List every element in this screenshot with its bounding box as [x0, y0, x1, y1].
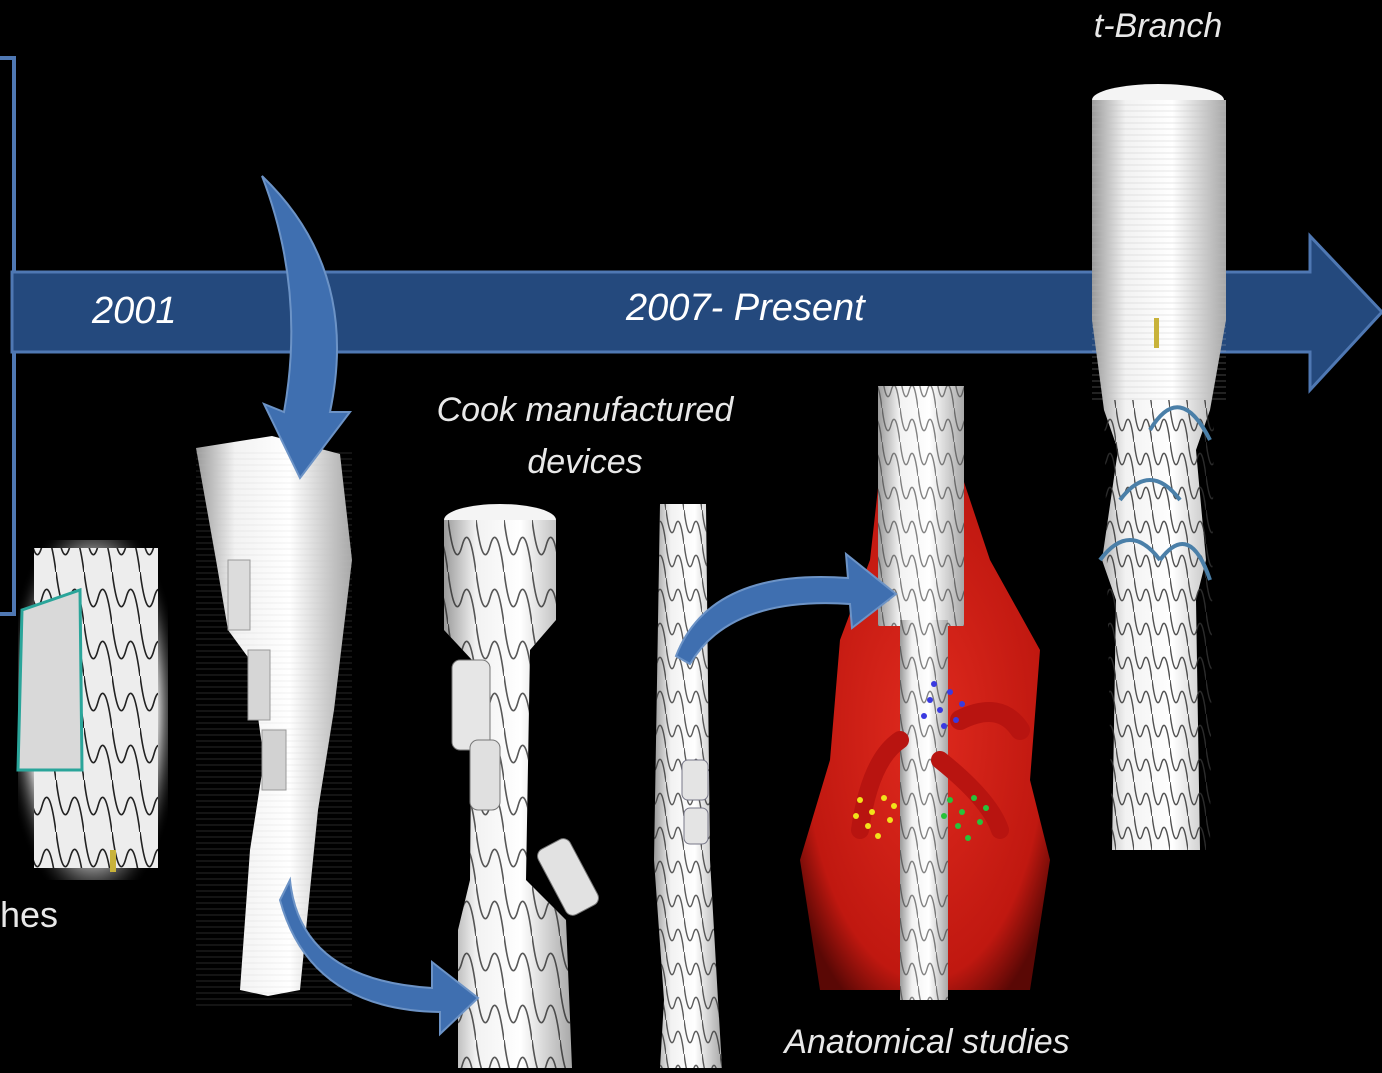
cook-caption-line2: devices: [400, 436, 770, 488]
cook-device-wide: [444, 504, 601, 1068]
cook-device-narrow: [654, 504, 722, 1068]
t-branch-device: [1092, 84, 1226, 850]
fenestrated-graft-image: [18, 540, 168, 880]
cut-off-left-caption: hes: [0, 894, 58, 936]
anatomical-studies-caption: Anatomical studies: [752, 1016, 1102, 1068]
anatomical-study-model: [800, 386, 1050, 1000]
graft-model-2001: [196, 436, 352, 1008]
year-2007-present-label: 2007- Present: [626, 287, 865, 330]
year-2001-label: 2001: [92, 290, 177, 333]
cook-caption-line1: Cook manufactured: [400, 384, 770, 436]
t-branch-caption: t-Branch: [1068, 0, 1248, 52]
